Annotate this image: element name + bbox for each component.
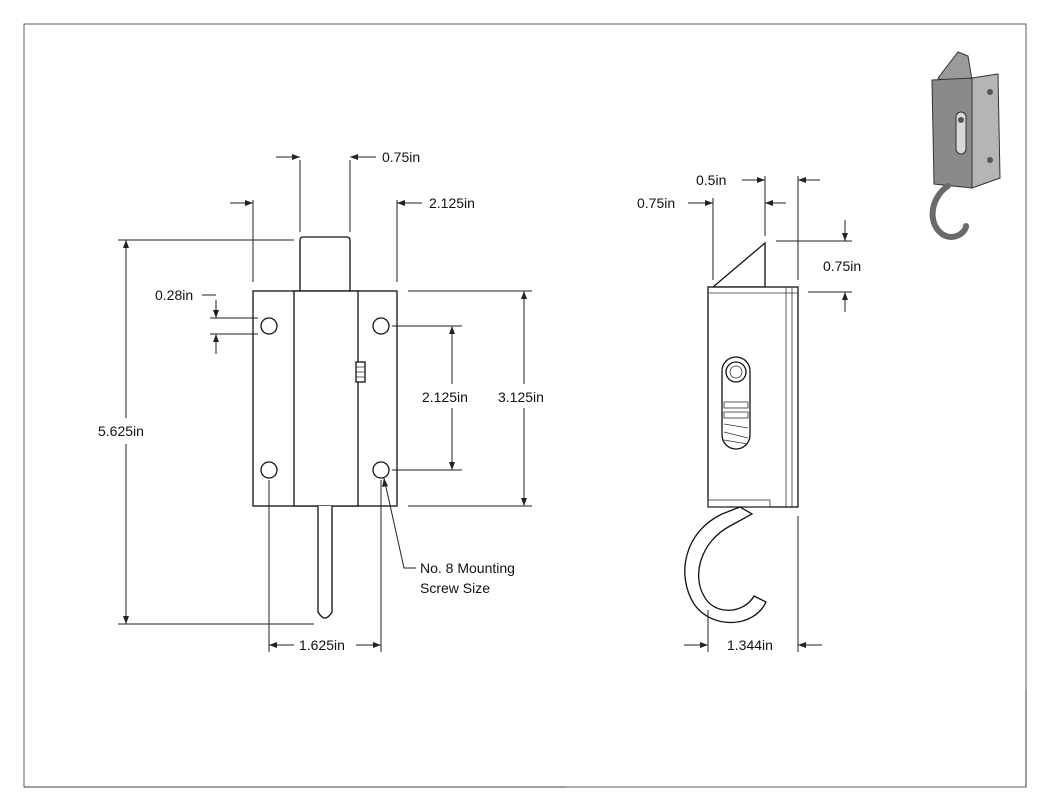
sheet-border [23,23,1027,788]
front-view [252,236,398,619]
mounting-hole [372,461,390,479]
side-dimensions: 0.5in 0.75in 0.75in 1.344in [637,172,861,653]
dim-top-width: 0.75in [382,149,420,165]
note-screw-line1: No. 8 Mounting [420,560,515,576]
dim-tip-height: 0.75in [823,258,861,274]
slot-screw [725,361,747,383]
front-dimensions: 0.75in 2.125in 0.28in 2.125in 3.125 [98,149,544,653]
note-screw-line2: Screw Size [420,580,490,596]
isometric-view [929,51,1001,240]
mounting-hole [372,317,390,335]
dim-body-height: 3.125in [498,389,544,405]
hook [684,506,767,624]
dim-overall-height: 5.625in [98,423,144,439]
mounting-hole [260,317,278,335]
bolt-tip [711,241,766,288]
dim-overall-width: 2.125in [429,195,475,211]
dim-hole-offset: 0.28in [155,287,193,303]
mounting-hole [260,461,278,479]
side-view [684,241,799,624]
dim-hole-spacing: 2.125in [422,389,468,405]
dim-tip-width: 0.5in [696,172,726,188]
plunger-rod [317,506,333,619]
dim-hook-width: 1.344in [727,637,773,653]
dim-bottom-width: 1.625in [299,637,345,653]
barrel [293,290,359,507]
dim-left-offset: 0.75in [637,195,675,211]
plunger-top [299,236,351,293]
